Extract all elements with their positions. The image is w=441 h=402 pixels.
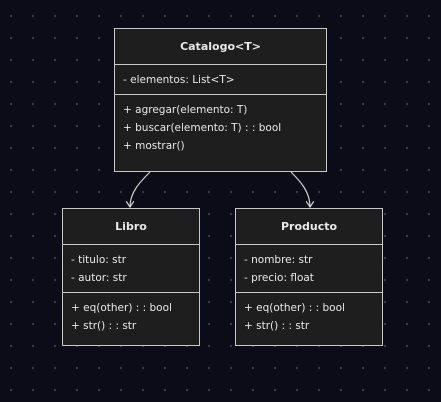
edge-catalogo-producto bbox=[290, 171, 310, 207]
class-catalogo-attributes: - elementos: List<T> bbox=[115, 65, 326, 95]
class-libro-name: Libro bbox=[63, 209, 199, 245]
class-producto-name: Producto bbox=[236, 209, 382, 245]
method: + str() : : str bbox=[244, 320, 310, 332]
attribute: - precio: float bbox=[244, 272, 314, 284]
class-producto[interactable]: Producto - nombre: str - precio: float +… bbox=[235, 208, 383, 346]
attribute: - elementos: List<T> bbox=[123, 74, 235, 86]
class-catalogo[interactable]: Catalogo<T> - elementos: List<T> + agreg… bbox=[114, 28, 327, 172]
edge-catalogo-libro bbox=[130, 171, 151, 207]
method: + eq(other) : : bool bbox=[244, 302, 345, 314]
attribute: - autor: str bbox=[71, 272, 127, 284]
method: + eq(other) : : bool bbox=[71, 302, 172, 314]
method: + buscar(elemento: T) : : bool bbox=[123, 122, 282, 134]
class-catalogo-name: Catalogo<T> bbox=[115, 29, 326, 65]
class-libro[interactable]: Libro - titulo: str - autor: str + eq(ot… bbox=[62, 208, 200, 346]
method: + agregar(elemento: T) bbox=[123, 104, 248, 116]
method: + str() : : str bbox=[71, 320, 137, 332]
attribute: - titulo: str bbox=[71, 254, 127, 266]
class-producto-attributes: - nombre: str - precio: float bbox=[236, 245, 382, 293]
attribute: - nombre: str bbox=[244, 254, 313, 266]
class-catalogo-methods: + agregar(elemento: T) + buscar(elemento… bbox=[115, 95, 326, 160]
class-libro-methods: + eq(other) : : bool + str() : : str bbox=[63, 293, 199, 340]
class-producto-methods: + eq(other) : : bool + str() : : str bbox=[236, 293, 382, 340]
class-libro-attributes: - titulo: str - autor: str bbox=[63, 245, 199, 293]
method: + mostrar() bbox=[123, 140, 185, 152]
